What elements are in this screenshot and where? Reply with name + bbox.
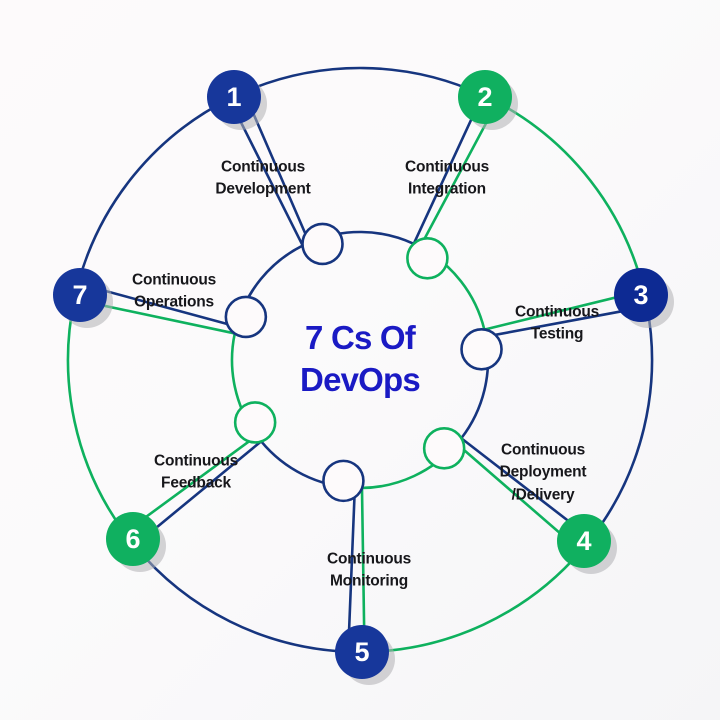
wedge-segment-4[interactable] — [360, 442, 583, 654]
wedge-segment-1[interactable] — [242, 66, 484, 246]
wedge-segment-5[interactable] — [133, 440, 357, 654]
inner-node-circle-1[interactable] — [301, 222, 344, 266]
segment-badge-7[interactable]: 7 — [53, 268, 107, 322]
segment-label-5: Continuous Monitoring — [326, 550, 412, 590]
segment-badge-2[interactable]: 2 — [458, 70, 512, 124]
center-title: 7 Cs Of DevOps — [300, 318, 421, 398]
segment-label-1: Continuous Development — [215, 158, 311, 198]
segment-badge-3[interactable]: 3 — [614, 268, 668, 322]
wedge-segment-2[interactable] — [418, 100, 645, 331]
segment-label-6: Continuous Feedback — [153, 452, 239, 492]
segment-label-2: Continuous Integration — [404, 158, 490, 198]
segment-badge-6[interactable]: 6 — [106, 512, 160, 566]
inner-node-circle-5[interactable] — [322, 459, 365, 503]
wedge-group — [66, 66, 654, 654]
wedge-segment-3[interactable] — [460, 305, 654, 540]
inner-node-group — [224, 222, 503, 503]
inner-node-circle-6[interactable] — [233, 401, 277, 444]
segment-badge-5[interactable]: 5 — [335, 625, 389, 679]
wedge-segment-6[interactable] — [66, 298, 259, 534]
inner-node-circle-4[interactable] — [422, 427, 466, 470]
segment-badge-4[interactable]: 4 — [557, 514, 611, 568]
inner-node-circle-2[interactable] — [406, 236, 449, 280]
segment-label-7: Continuous Operations — [131, 271, 217, 311]
segment-label-4: Continuous Deployment /Delivery — [499, 441, 587, 504]
inner-node-circle-7[interactable] — [224, 295, 268, 339]
segment-label-3: Continuous Testing — [514, 303, 600, 343]
segment-badge-1[interactable]: 1 — [207, 70, 261, 124]
wedge-segment-7[interactable] — [76, 97, 304, 328]
inner-node-circle-3[interactable] — [460, 327, 503, 371]
